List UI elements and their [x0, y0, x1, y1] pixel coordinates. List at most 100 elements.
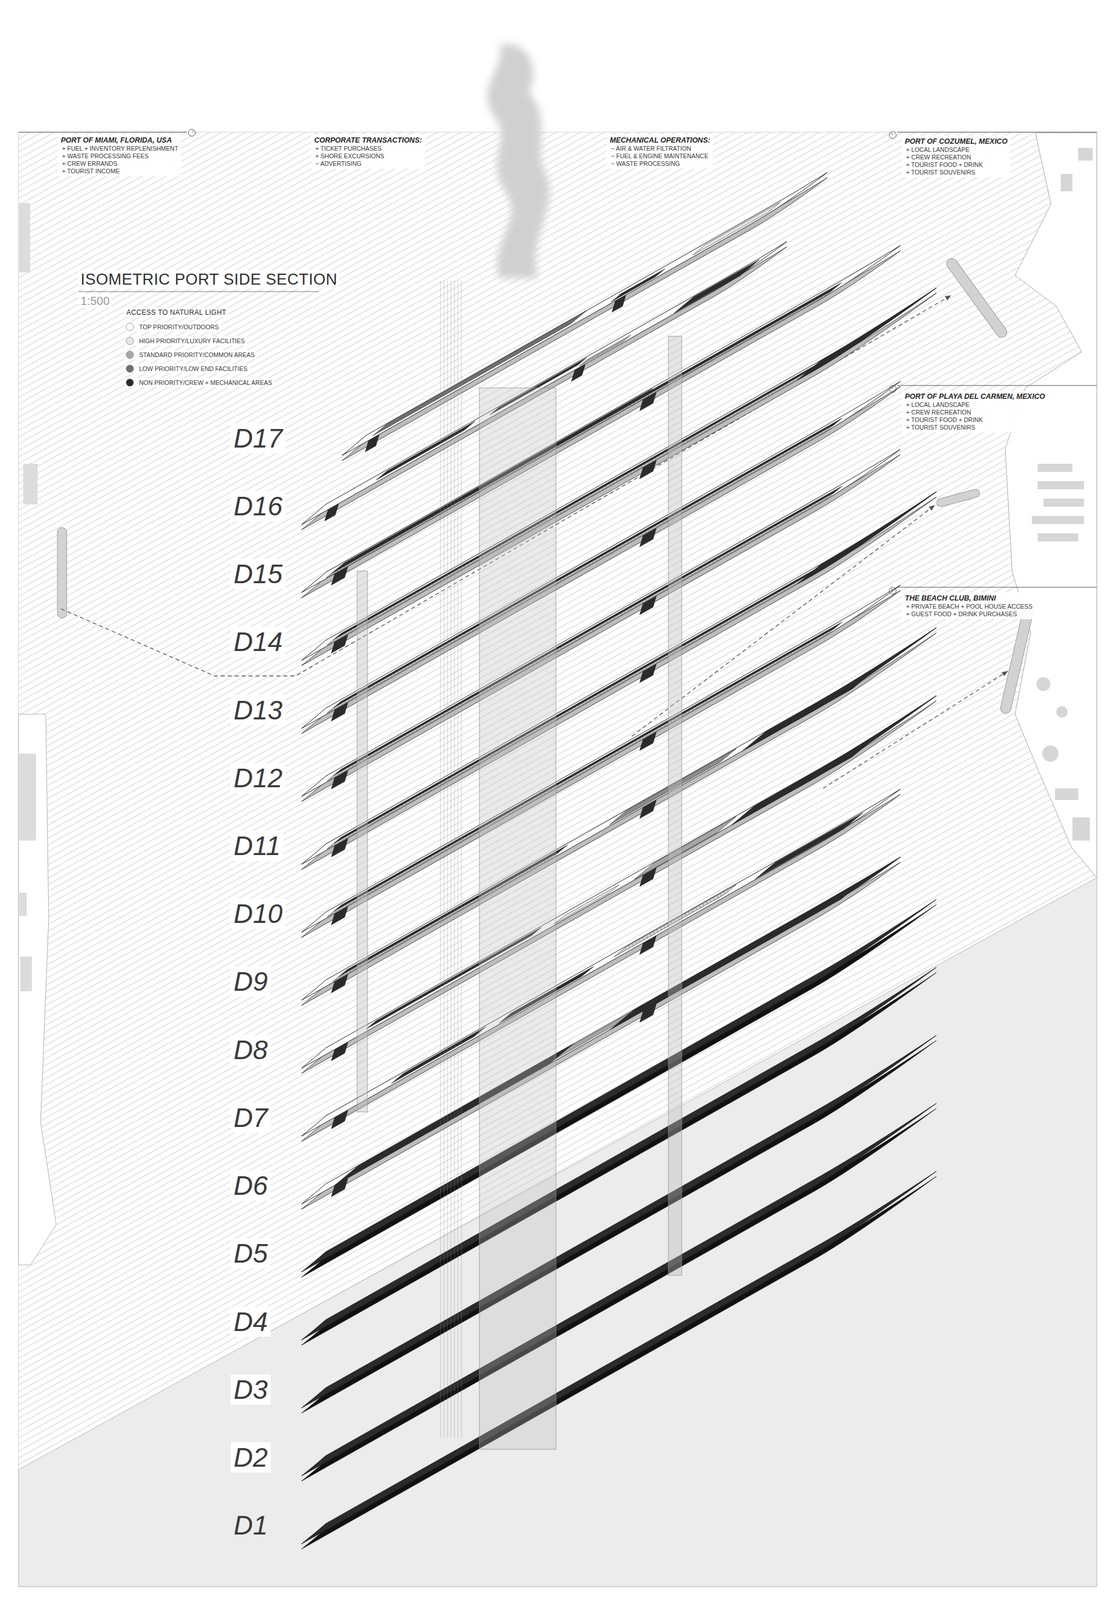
- legend-swatch: [125, 378, 134, 387]
- funnel-line: [454, 280, 456, 1438]
- deck-stack: [301, 172, 937, 1549]
- miami-building: [20, 956, 32, 992]
- deck-floor: [301, 857, 901, 1205]
- block-item: + CREW ERRANDS: [60, 159, 178, 168]
- deck-slab: [301, 857, 901, 1210]
- stair-mark: [331, 837, 349, 857]
- deck-label: D2: [230, 1442, 271, 1473]
- stair-mark: [639, 731, 657, 751]
- scale-label: 1:500: [78, 293, 112, 308]
- legend-swatch: [125, 364, 134, 373]
- deck-slab: [342, 172, 828, 461]
- legend-text: HIGH PRIORITY/LUXURY FACILITIES: [139, 336, 245, 345]
- block-item: + FUEL + INVENTORY REPLENISHMENT: [60, 144, 178, 153]
- deck-slab: [301, 585, 901, 938]
- title-rule: [78, 291, 319, 293]
- deck-room: [634, 816, 737, 880]
- map-ship: [57, 527, 67, 618]
- deck-label: D15: [230, 558, 286, 589]
- deck-edge: [342, 177, 828, 461]
- miami-building: [18, 202, 31, 273]
- block-item: + TICKET PURCHASES: [314, 144, 423, 153]
- legend-text: NON PRIORITY/CREW + MECHANICAL AREAS: [139, 378, 272, 387]
- block-item: − WASTE PROCESSING: [609, 159, 711, 168]
- deck-floor: [301, 449, 901, 797]
- deck-room: [579, 335, 632, 367]
- block-item: − AIR & WATER FILTRATION: [609, 144, 711, 153]
- block-item: − FUEL & ENGINE MAINTENANCE: [609, 152, 711, 160]
- clock-hand: [191, 130, 194, 133]
- deck-floor: [301, 381, 901, 729]
- stair-mark: [639, 595, 657, 616]
- block-heading: PORT OF COZUMEL, MEXICO: [904, 136, 1008, 147]
- stair-mark: [331, 973, 349, 994]
- block-item: + LOCAL LANDSCAPE: [904, 146, 1008, 154]
- legend-text: TOP PRIORITY/OUTDOORS: [139, 322, 219, 332]
- deck-edge: [301, 794, 901, 1142]
- deck-label: D17: [230, 423, 286, 454]
- info-block: MECHANICAL OPERATIONS:− AIR & WATER FILT…: [606, 134, 714, 169]
- deck-room: [391, 1026, 487, 1084]
- stair-shaft: [668, 336, 682, 1276]
- clock-hand: [890, 132, 893, 136]
- legend-text: STANDARD PRIORITY/COMMON AREAS: [139, 350, 255, 359]
- miami-coast: [18, 714, 57, 1265]
- title: ISOMETRIC PORT SIDE SECTION: [78, 270, 340, 289]
- block-item: + WASTE PROCESSING FEES: [60, 152, 178, 160]
- deck-room: [333, 350, 843, 640]
- stair-mark: [639, 527, 657, 548]
- stair-mark: [331, 566, 349, 587]
- block-item: + GUEST FOOD + DRINK PURCHASES: [904, 610, 1033, 618]
- deck-label: D3: [230, 1374, 271, 1405]
- deck-label: D14: [230, 626, 286, 657]
- deck-slab: [301, 381, 901, 734]
- stair-mark: [611, 294, 627, 313]
- deck-floor: [301, 788, 901, 1137]
- header-rule: [18, 132, 187, 133]
- legend-swatch: [125, 322, 134, 332]
- legend-heading: ACCESS TO NATURAL LIGHT: [124, 307, 229, 318]
- stair-mark: [331, 702, 349, 722]
- stair-mark: [639, 935, 657, 956]
- map-building: [1037, 533, 1079, 542]
- deck-floor: [301, 585, 901, 933]
- deck-label: D9: [230, 966, 271, 997]
- deck-label: D13: [230, 695, 286, 726]
- deck-room: [692, 202, 780, 256]
- funnel-line: [457, 280, 459, 1438]
- block-item: + TOURIST FOOD + DRINK: [904, 161, 1008, 169]
- stair-mark: [331, 1041, 349, 1062]
- miami-building: [18, 753, 36, 841]
- map-building: [1078, 147, 1093, 161]
- deck-slab: [301, 788, 901, 1142]
- header-rule: [897, 587, 1097, 588]
- legend-swatch: [125, 336, 134, 345]
- stair-mark: [639, 799, 657, 819]
- stair-mark: [639, 1003, 657, 1023]
- clock-icon: [889, 131, 897, 139]
- legend-text: LOW PRIORITY/LOW END FACILITIES: [139, 364, 248, 373]
- block-heading: CORPORATE TRANSACTIONS:: [314, 135, 423, 145]
- deck-label: D7: [230, 1102, 271, 1133]
- legend-item: LOW PRIORITY/LOW END FACILITIES: [124, 364, 250, 374]
- frame: [18, 132, 1097, 1587]
- funnel-line: [447, 280, 449, 1438]
- funnel-line: [444, 280, 445, 1438]
- map-building: [1031, 515, 1085, 525]
- clock-icon: [188, 129, 196, 137]
- map-building: [1036, 677, 1051, 691]
- stair-mark: [639, 867, 657, 887]
- deck-label: D16: [230, 490, 286, 522]
- block-item: + PRIVATE BEACH + POOL HOUSE ACCESS: [904, 602, 1033, 611]
- stair-mark: [331, 769, 349, 789]
- block-heading: PORT OF PLAYA DEL CARMEN, MEXICO: [904, 391, 1046, 402]
- deck-label: D12: [230, 762, 286, 794]
- deck-label: D11: [230, 830, 284, 861]
- miami-building: [23, 463, 38, 505]
- deck-label: D6: [230, 1170, 271, 1201]
- block-item: + TOURIST SOUVENIRS: [904, 168, 1008, 177]
- block-item: + TOURIST INCOME: [60, 167, 178, 176]
- map-building: [1042, 745, 1059, 762]
